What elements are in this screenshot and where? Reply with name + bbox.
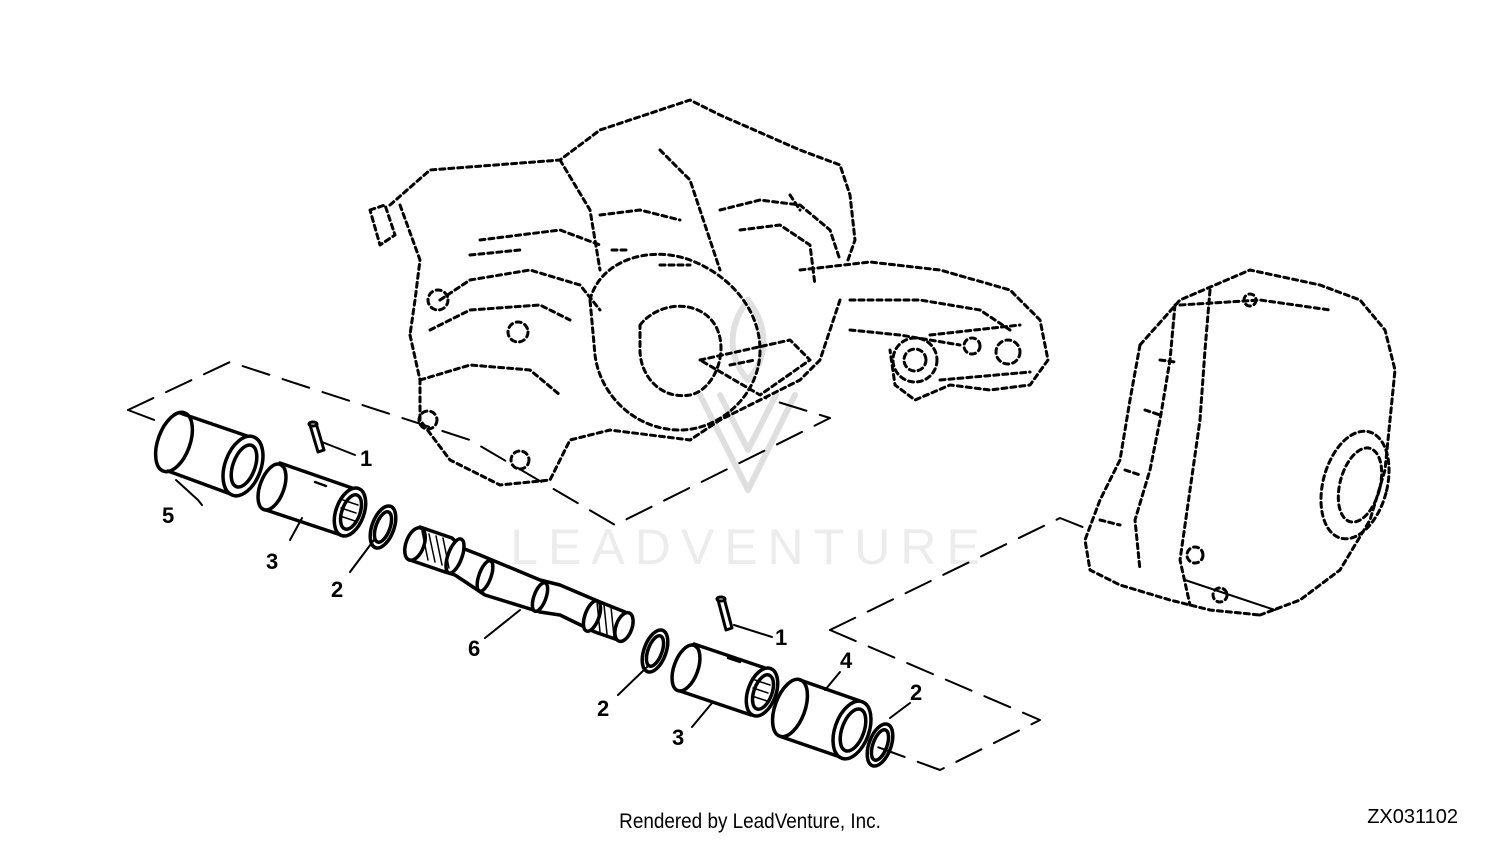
callout-5: 5 <box>162 503 174 528</box>
callout-1-lower: 1 <box>775 625 787 650</box>
callout-6: 6 <box>468 636 480 661</box>
callout-3-upper: 3 <box>266 549 278 574</box>
leader-lines <box>175 441 911 728</box>
shaft-axis-line <box>1184 579 1276 611</box>
part-2-ring-middle <box>640 628 670 674</box>
callout-2-lower-right: 2 <box>910 680 922 705</box>
part-5-sleeve <box>150 410 265 498</box>
part-4-sleeve <box>770 677 873 761</box>
part-2-ring-upper <box>368 504 398 550</box>
part-1-pin-lower <box>715 595 734 632</box>
part-3-bearing-lower <box>670 642 780 718</box>
part-1-pin-upper <box>307 420 326 454</box>
part-3-bearing-upper <box>256 461 368 538</box>
callout-2-middle: 2 <box>597 696 609 721</box>
watermark-logo <box>697 297 798 493</box>
cover-plate-phantom <box>1083 268 1397 617</box>
callout-1-upper: 1 <box>360 446 372 471</box>
part-2-ring-lower <box>865 722 895 768</box>
render-credit: Rendered by LeadVenture, Inc. <box>619 810 881 833</box>
callout-2-upper: 2 <box>331 577 343 602</box>
callout-4: 4 <box>840 648 853 673</box>
part-6-shaft <box>402 525 635 644</box>
watermark-text: LEADVENTURE <box>510 519 990 575</box>
callout-3-lower: 3 <box>672 725 684 750</box>
figure-code: ZX031102 <box>1367 806 1458 828</box>
callout-labels: 1 5 3 2 6 1 4 2 2 3 <box>162 446 922 750</box>
transaxle-housing-phantom <box>368 98 1050 487</box>
